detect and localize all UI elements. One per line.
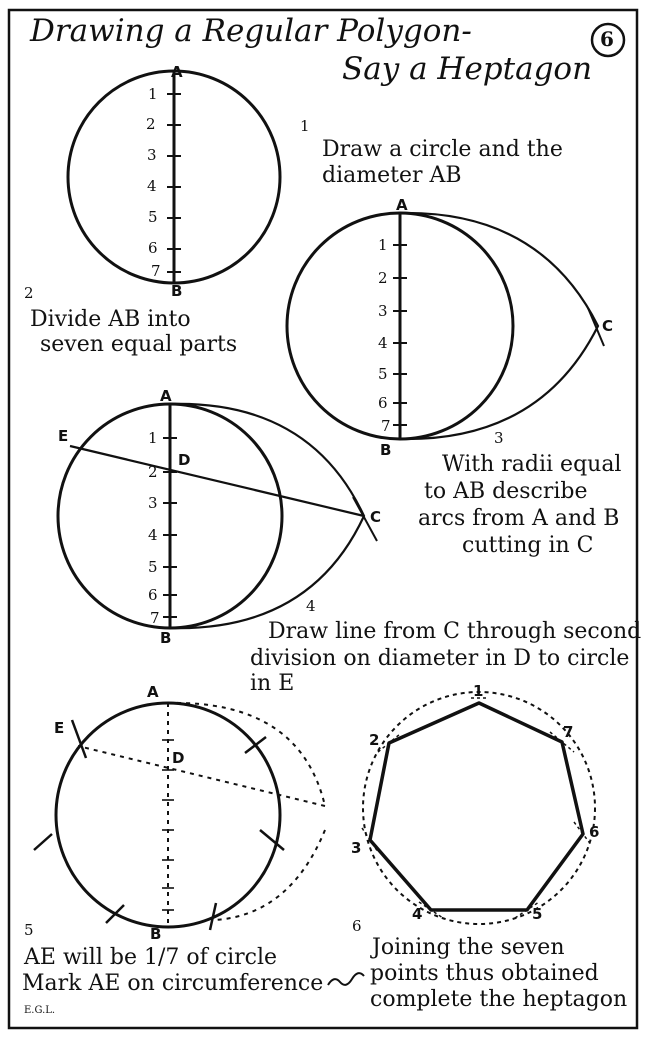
step-3-line-4: cutting in C [462,533,594,558]
step-5-line-1: AE will be 1/7 of circle [24,945,277,970]
figure-3-division-ticks [393,244,407,426]
fig4-division-3: 3 [148,494,158,512]
step-1-marker: 1 [300,117,310,135]
step-4-line-3: in E [250,671,295,696]
fig4-label-e: E [58,427,69,445]
fig1-division-7: 7 [151,262,161,280]
heptagon-vertex-5: 5 [532,905,543,923]
fig3-label-a: A [396,196,408,214]
fig5-label-a: A [147,683,159,701]
fig3-label-b: B [380,441,392,459]
fig3-division-7: 7 [381,417,391,435]
heptagon-vertex-1: 1 [473,682,484,700]
fig3-division-6: 6 [378,394,388,412]
heptagon-vertex-4: 4 [412,905,423,923]
connector-squiggle [327,972,365,986]
figure-4-division-ticks [163,437,177,618]
fig5-label-d: D [172,749,185,767]
figure-4-line-cd [56,402,378,630]
figure-5-division-ticks [162,739,174,911]
step-3-marker: 3 [494,429,504,447]
step-5-line-2: Mark AE on circumference [22,971,324,996]
heptagon-vertex-3: 3 [351,839,362,857]
step-2-line-2: seven equal parts [40,332,238,357]
step-3-line-2: to AB describe [424,479,588,504]
fig1-label-b: B [171,282,183,300]
fig4-label-d: D [178,451,191,469]
circumference-arc-marks [33,719,285,931]
heptagon-vertex-6: 6 [589,823,600,841]
figure-3-arcs [285,211,605,441]
fig1-label-a: A [171,63,183,81]
step-1-line-1: Draw a circle and the [322,137,563,162]
fig1-division-5: 5 [148,208,158,226]
step-1-line-2: diameter AB [322,163,462,188]
plate-border [7,8,639,1030]
figure-1-circle-diameter [66,69,282,285]
step-4-line-2: division on diameter in D to circle [250,646,630,671]
step-4-line-1: Draw line from C through second [268,619,642,644]
fig4-division-2: 2 [148,463,158,481]
fig4-label-a: A [160,387,172,405]
fig4-division-4: 4 [148,526,158,544]
fig1-division-6: 6 [148,239,158,257]
fig3-label-c: C [602,317,614,335]
fig4-label-c: C [370,508,382,526]
figure-1-division-ticks [167,93,181,273]
fig4-label-b: B [160,629,172,647]
fig1-division-2: 2 [146,115,156,133]
step-2-line-1: Divide AB into [30,307,191,332]
fig3-division-3: 3 [378,302,388,320]
step-3-line-3: arcs from A and B [418,506,620,531]
fig1-division-3: 3 [147,146,157,164]
title-line-2: Say a Heptagon [342,51,593,87]
fig1-division-1: 1 [148,85,158,103]
step-5-marker: 5 [24,921,34,939]
heptagon-vertex-marks [361,697,593,919]
step-4-marker: 4 [306,597,316,615]
plate-number: 6 [600,27,614,51]
fig1-division-4: 4 [147,177,157,195]
figure-5-circumference-marks [33,701,326,931]
fig4-division-7: 7 [150,609,160,627]
step-6-line-3: complete the heptagon [370,987,628,1012]
step-3-line-1: With radii equal [442,452,622,477]
step-6-line-1: Joining the seven [372,935,565,960]
fig3-division-5: 5 [378,365,388,383]
heptagon-vertex-7: 7 [563,723,574,741]
fig4-division-1: 1 [148,429,158,447]
step-6-line-2: points thus obtained [370,961,599,986]
fig5-label-b: B [150,925,162,943]
figure-6-heptagon [361,691,596,925]
fig3-division-1: 1 [378,236,388,254]
title-line-1: Drawing a Regular Polygon- [30,13,472,49]
signature: E.G.L. [24,1005,56,1016]
fig3-division-2: 2 [378,269,388,287]
fig3-division-4: 4 [378,334,388,352]
plate-number-circle [590,22,626,58]
step-6-marker: 6 [352,917,362,935]
fig4-division-5: 5 [148,558,158,576]
step-2-marker: 2 [24,284,34,302]
fig5-label-e: E [54,719,65,737]
fig4-division-6: 6 [148,586,158,604]
heptagon-vertex-2: 2 [369,731,380,749]
